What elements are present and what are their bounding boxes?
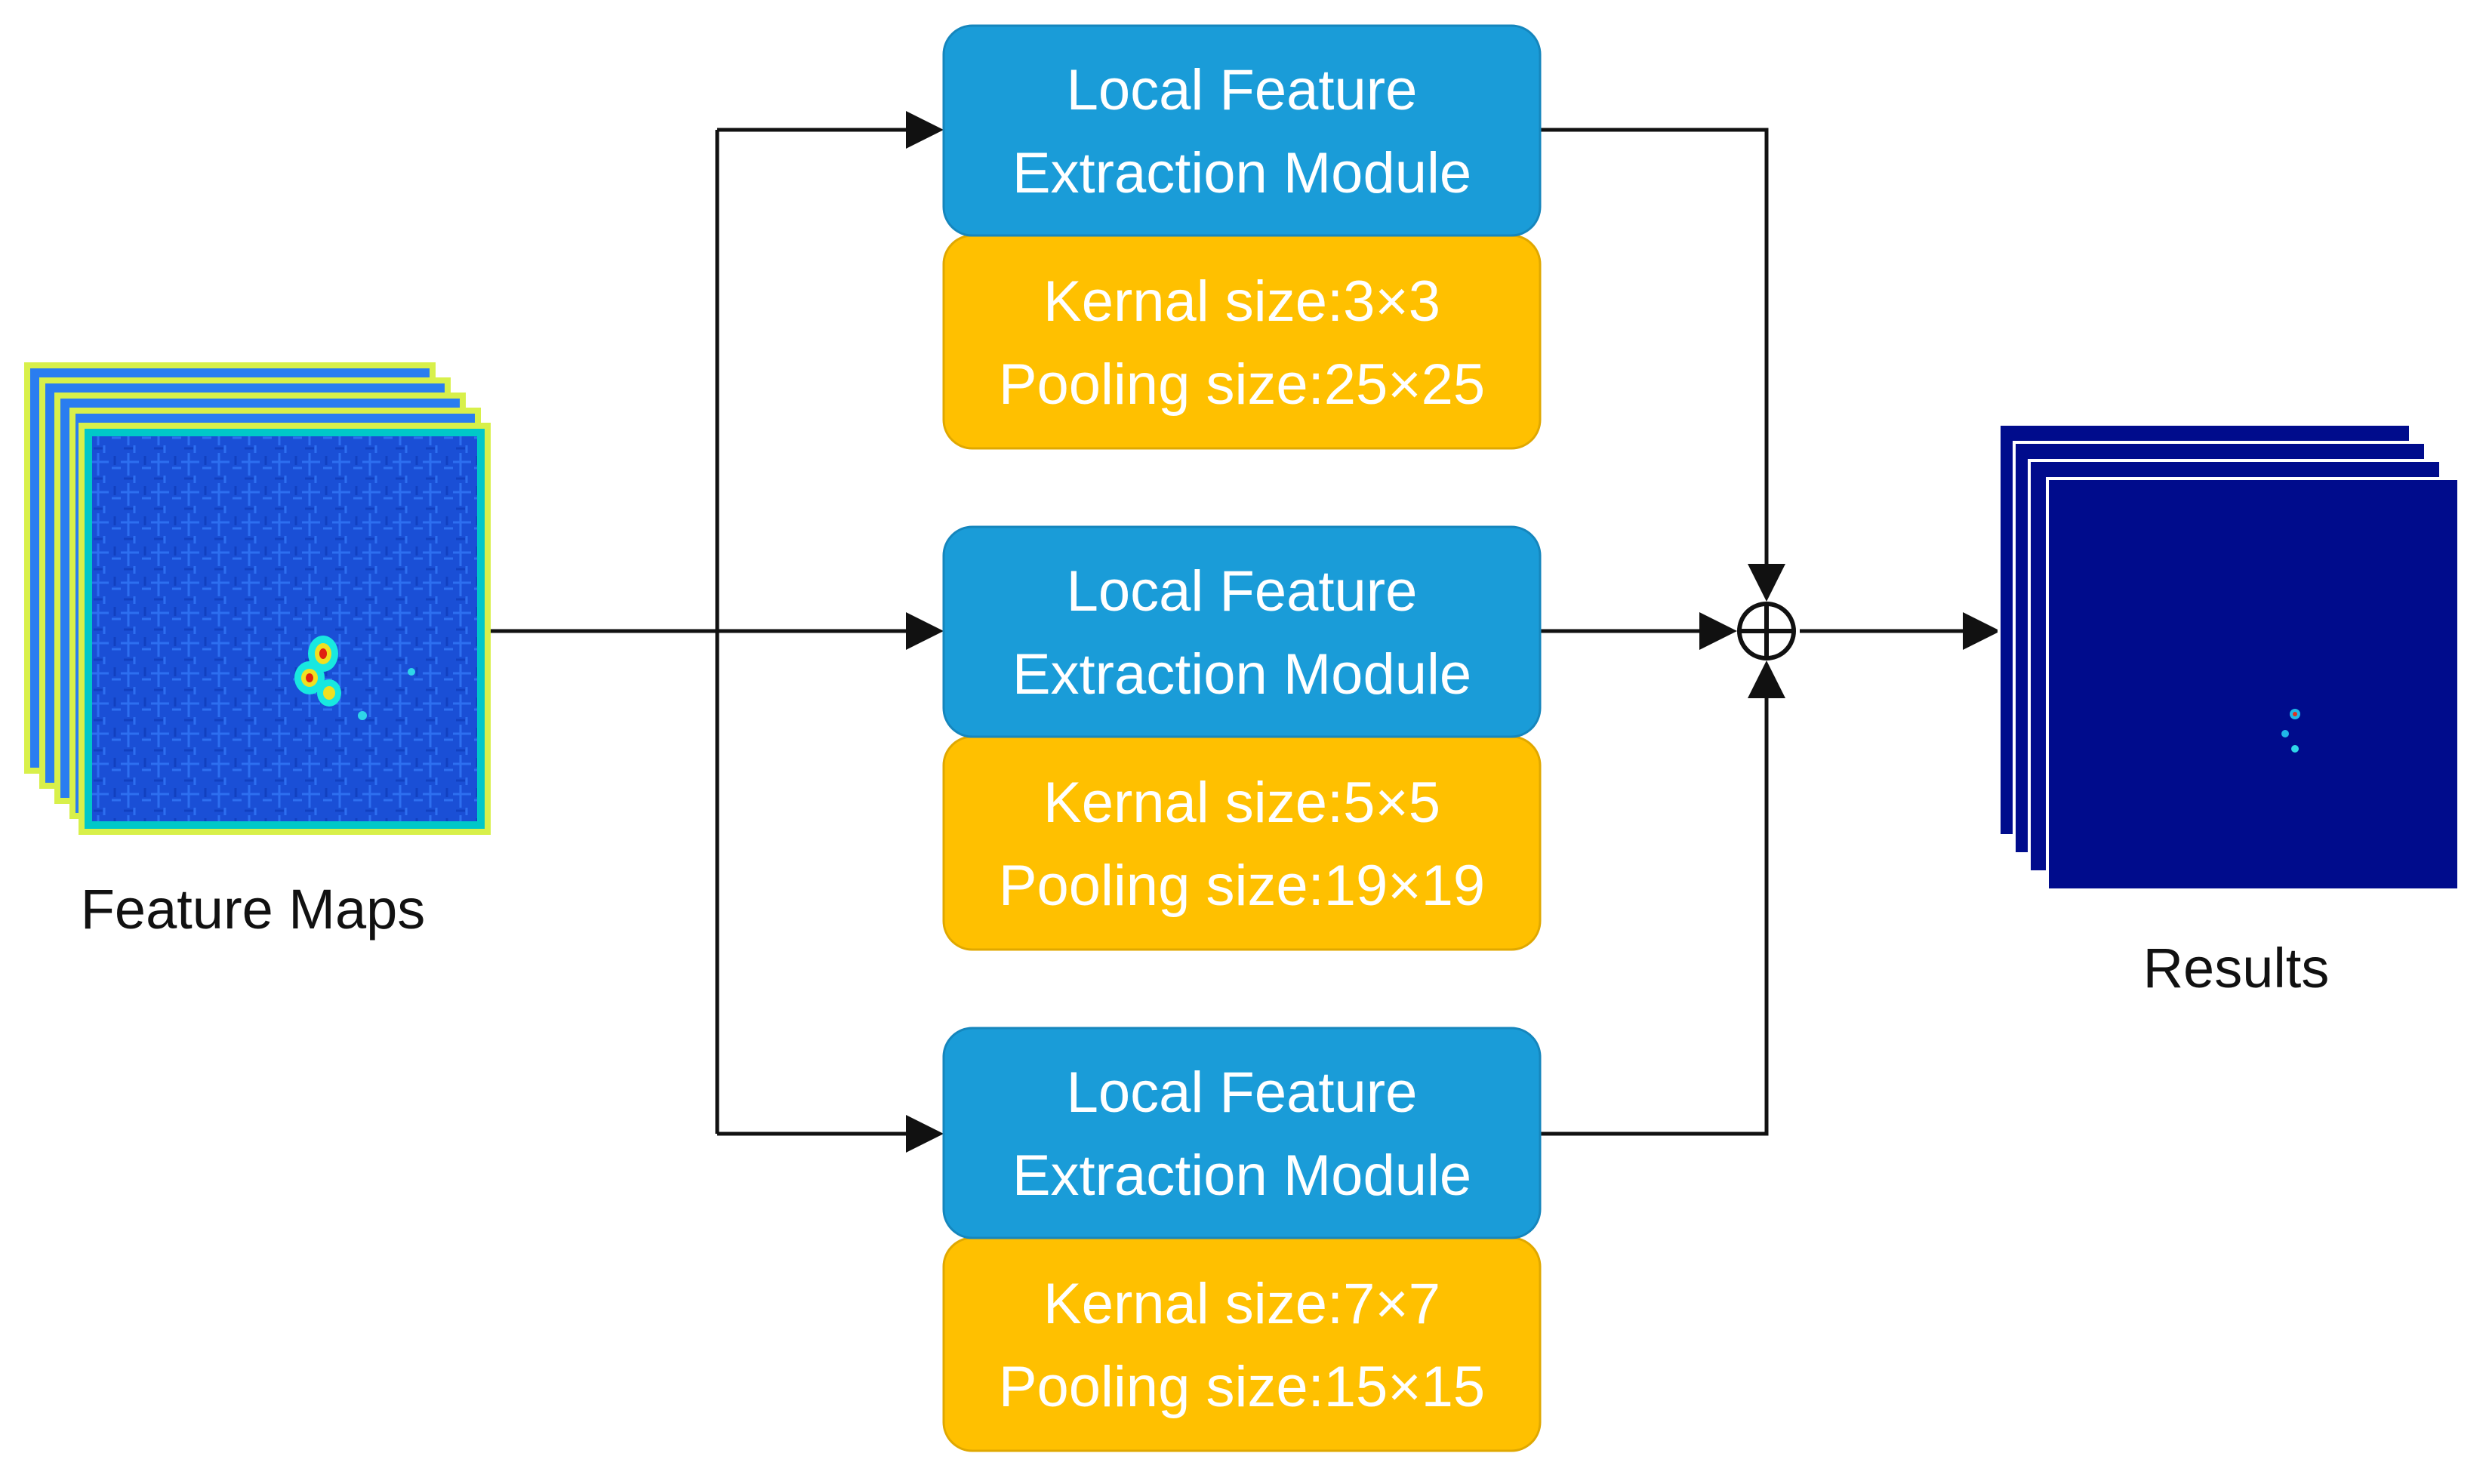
local-feature-module: Local Feature Extraction Module	[942, 525, 1542, 738]
feature-maps-stack	[24, 362, 491, 835]
pooling-size-label: Pooling size:15×15	[999, 1355, 1485, 1419]
kernel-size-label: Kernal size:3×3	[1043, 269, 1440, 334]
module-title-line2: Extraction Module	[1012, 642, 1471, 707]
kernel-size-label: Kernal size:5×5	[1043, 771, 1440, 835]
merge-arrow-1	[1540, 128, 1785, 602]
feature-hotspot	[294, 636, 415, 720]
result-map-front	[2046, 477, 2460, 891]
circled-plus-icon	[1737, 602, 1796, 660]
results-label: Results	[2143, 937, 2330, 999]
param-box: Kernal size:5×5 Pooling size:19×19	[942, 735, 1542, 951]
connector-lines	[491, 111, 2001, 1153]
pooling-size-label: Pooling size:25×25	[999, 353, 1485, 417]
kernel-size-label: Kernal size:7×7	[1043, 1272, 1440, 1336]
results-stack	[1998, 423, 2460, 891]
module-title-line2: Extraction Module	[1012, 1144, 1471, 1208]
module-title-line1: Local Feature	[1067, 58, 1418, 122]
param-box: Kernal size:7×7 Pooling size:15×15	[942, 1236, 1542, 1452]
param-box: Kernal size:3×3 Pooling size:25×25	[942, 234, 1542, 450]
module-title-line1: Local Feature	[1067, 1061, 1418, 1125]
branch-1: Kernal size:3×3 Pooling size:25×25 Local…	[942, 24, 1542, 450]
branch-3: Kernal size:7×7 Pooling size:15×15 Local…	[942, 1027, 1542, 1452]
merge-arrow-3	[1540, 660, 1785, 1136]
feature-map-front	[79, 423, 491, 835]
local-feature-module: Local Feature Extraction Module	[942, 1027, 1542, 1239]
pooling-size-label: Pooling size:19×19	[999, 854, 1485, 918]
feature-maps-label: Feature Maps	[81, 878, 426, 941]
local-feature-module: Local Feature Extraction Module	[942, 24, 1542, 237]
branch-2: Kernal size:5×5 Pooling size:19×19 Local…	[942, 525, 1542, 951]
module-title-line2: Extraction Module	[1012, 141, 1471, 205]
module-title-line1: Local Feature	[1067, 559, 1418, 623]
